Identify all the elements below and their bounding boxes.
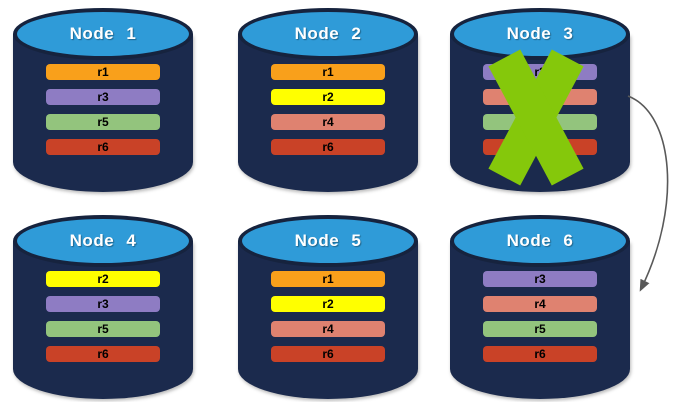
replica-row-r6: r6 [271,139,385,155]
cylinder-top: Node 4 [13,215,193,267]
replica-row-r2: r2 [46,271,160,287]
replica-row-label: r6 [322,347,334,361]
cylinder-body [13,34,193,192]
cylinder-top: Node 5 [238,215,418,267]
replica-row-label: r4 [322,115,334,129]
replica-row-label: r1 [322,272,334,286]
failure-x-icon [478,49,594,186]
replica-row-label: r4 [534,297,546,311]
replica-row-r1: r1 [46,64,160,80]
replica-row-label: r5 [97,322,109,336]
replica-row-r5: r5 [483,321,597,337]
node-6: Node 6 r3 r4 r5 r6 [450,215,630,399]
replica-row-label: r5 [534,322,546,336]
replica-row-label: r3 [97,297,109,311]
replica-row-r3: r3 [46,89,160,105]
node-4: Node 4 r2 r3 r5 r6 [13,215,193,399]
failover-arrow-path [627,95,669,292]
replica-row-label: r5 [97,115,109,129]
replica-row-label: r3 [97,90,109,104]
replica-row-r4: r4 [271,321,385,337]
replica-row-r5: r5 [46,114,160,130]
replica-row-label: r3 [534,272,546,286]
node-title: Node 5 [294,231,362,250]
node-title: Node 1 [69,24,137,43]
replica-row-label: r2 [322,297,334,311]
replica-row-label: r2 [97,272,109,286]
cylinder-body [450,241,630,399]
replica-row-r6: r6 [46,346,160,362]
replica-row-r1: r1 [271,271,385,287]
cylinder-top: Node 3 [450,8,630,60]
cylinder-top: Node 2 [238,8,418,60]
node-2: Node 2 r1 r2 r4 r6 [238,8,418,192]
replica-row-r3: r3 [46,296,160,312]
replica-row-r3: r3 [483,271,597,287]
replica-rows: r1 r2 r4 r6 [238,271,418,371]
replica-row-r2: r2 [271,89,385,105]
replica-row-label: r1 [322,65,334,79]
replica-row-label: r6 [97,347,109,361]
replica-row-label: r6 [322,140,334,154]
node-title: Node 3 [506,24,574,43]
replica-row-label: r1 [97,65,109,79]
node-1: Node 1 r1 r3 r5 r6 [13,8,193,192]
replica-row-label: r6 [534,347,546,361]
node-title: Node 2 [294,24,362,43]
replica-row-r4: r4 [483,296,597,312]
node-title: Node 6 [506,231,574,250]
replica-rows: r2 r3 r5 r6 [13,271,193,371]
replica-row-label: r4 [322,322,334,336]
cylinder-top: Node 1 [13,8,193,60]
replica-row-r6: r6 [46,139,160,155]
replica-row-r4: r4 [271,114,385,130]
node-5: Node 5 r1 r2 r4 r6 [238,215,418,399]
replica-row-r6: r6 [483,346,597,362]
replica-row-r6: r6 [271,346,385,362]
node-title: Node 4 [69,231,137,250]
node-3: Node 3r3r4r5r6 [450,8,630,192]
cylinder-body [13,241,193,399]
replica-row-r5: r5 [46,321,160,337]
replica-row-label: r6 [97,140,109,154]
replica-row-label: r2 [322,90,334,104]
cylinder-top: Node 6 [450,215,630,267]
replica-rows: r1 r3 r5 r6 [13,64,193,164]
replica-row-r2: r2 [271,296,385,312]
cylinder-body [238,241,418,399]
replica-row-r1: r1 [271,64,385,80]
cylinder-body [238,34,418,192]
replica-rows: r3 r4 r5 r6 [450,271,630,371]
replica-rows: r1 r2 r4 r6 [238,64,418,164]
